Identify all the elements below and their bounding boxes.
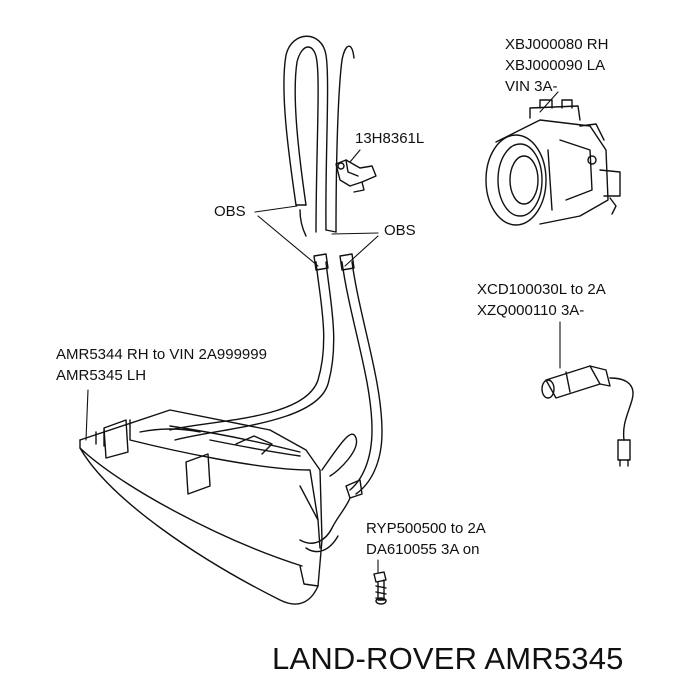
leader-clip — [349, 149, 361, 163]
bulb-alt-part-number: XZQ000110 3A- — [477, 302, 585, 319]
fog-lamp-unit — [485, 99, 621, 226]
hose-clip — [335, 159, 377, 193]
screw-alt-part-number: DA610055 3A on — [366, 541, 480, 558]
leader-obs-left — [254, 205, 298, 213]
leader-fog-lamp — [539, 91, 559, 113]
fog-lamp-part-rh: XBJ000080 RH — [505, 36, 609, 53]
headlamp-callout: AMR5344 RH to VIN 2A999999 AMR5345 LH — [56, 344, 267, 386]
leader-obs-right-lower — [344, 235, 379, 267]
leader-obs-left-lower — [257, 215, 319, 267]
leader-lines — [85, 91, 561, 573]
headlamp-part-lh: AMR5345 LH — [56, 367, 147, 384]
breather-tubes-lower — [169, 253, 383, 499]
fog-lamp-vin: VIN 3A- — [505, 78, 558, 95]
leader-obs-right — [331, 232, 379, 235]
clip-part-number: 13H8361L — [355, 130, 425, 147]
fog-lamp-callout: XBJ000080 RH XBJ000090 LA VIN 3A- — [505, 34, 608, 97]
breather-tubes-upper — [283, 35, 355, 237]
screw-callout: RYP500500 to 2A DA610055 3A on — [366, 518, 486, 560]
leader-headlamp — [85, 389, 89, 441]
obs-right-label: OBS — [384, 222, 416, 239]
brand-caption: LAND-ROVER AMR5345 — [272, 641, 624, 676]
bulb-holder — [541, 365, 634, 467]
headlamp-part-rh: AMR5344 RH to VIN 2A999999 — [56, 346, 267, 363]
obs-left-callout: OBS — [214, 201, 246, 222]
bulb-callout: XCD100030L to 2A XZQ000110 3A- — [477, 279, 606, 321]
fog-lamp-part-la: XBJ000090 LA — [505, 57, 606, 74]
screw-part-number: RYP500500 to 2A — [366, 520, 486, 537]
clip-callout: 13H8361L — [355, 128, 424, 149]
obs-right-callout: OBS — [384, 220, 416, 241]
headlamp-assembly — [79, 409, 358, 605]
obs-left-label: OBS — [214, 203, 246, 220]
bulb-part-number: XCD100030L to 2A — [477, 281, 606, 298]
screw — [373, 571, 387, 605]
